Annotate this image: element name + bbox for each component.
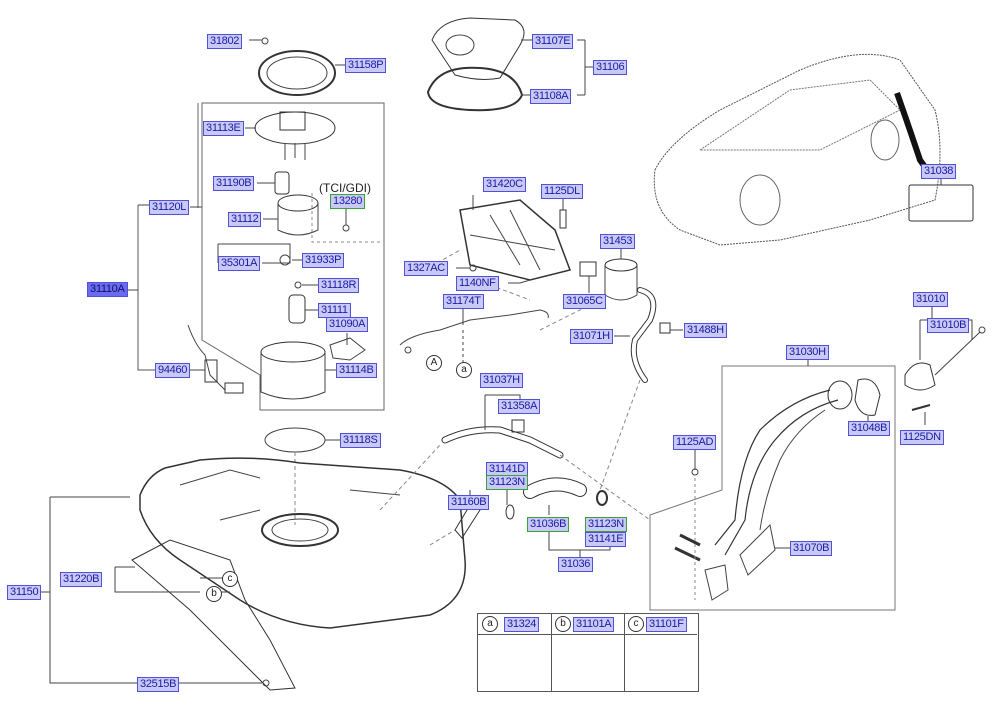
part-label-31065C[interactable]: 31065C xyxy=(563,294,606,309)
part-label-31118R[interactable]: 31118R xyxy=(318,278,360,293)
pump-flange xyxy=(254,111,336,145)
part-label-31358A[interactable]: 31358A xyxy=(498,399,541,414)
part-label-31190B[interactable]: 31190B xyxy=(213,176,255,191)
part-label-31220B[interactable]: 31220B xyxy=(60,572,103,587)
part-label-31802[interactable]: 31802 xyxy=(207,34,243,49)
part-label-31158P[interactable]: 31158P xyxy=(345,58,387,73)
tank-cover xyxy=(431,17,525,80)
part-label-31114B[interactable]: 31114B xyxy=(336,363,377,378)
tank-gasket xyxy=(426,66,524,112)
legend-cell-a: a 31324 xyxy=(478,614,552,691)
part-label-35301A[interactable]: 35301A xyxy=(218,256,261,271)
tci-gdi-note: (TCI/GDI) xyxy=(319,181,371,195)
part-label-31160B[interactable]: 31160B xyxy=(448,495,490,510)
part-label-31420C[interactable]: 31420C xyxy=(483,177,526,192)
part-label-1140NF[interactable]: 1140NF xyxy=(456,276,499,291)
ref-marker-b: b xyxy=(206,586,222,602)
part-label-1327AC[interactable]: 1327AC xyxy=(404,261,448,276)
small-parts-legend: a 31324 b 31101A c 31101F xyxy=(477,613,699,692)
legend-ref-b: b xyxy=(555,616,571,632)
part-label-31110A[interactable]: 31110A xyxy=(87,282,128,297)
part-label-31123N-b[interactable]: 31123N xyxy=(585,517,627,532)
part-label-31037H[interactable]: 31037H xyxy=(480,373,523,388)
legend-cell-c: c 31101F xyxy=(624,614,697,691)
part-label-31038[interactable]: 31038 xyxy=(921,164,957,179)
part-label-31090A[interactable]: 31090A xyxy=(326,317,369,332)
part-label-94460[interactable]: 94460 xyxy=(155,363,191,378)
heat-shield xyxy=(131,539,296,691)
part-label-31113E[interactable]: 31113E xyxy=(203,121,244,136)
part-label-31174T[interactable]: 31174T xyxy=(443,294,484,309)
part-label-31108A[interactable]: 31108A xyxy=(530,89,572,104)
part-label-31150[interactable]: 31150 xyxy=(7,585,42,600)
vehicle-outline xyxy=(653,53,941,246)
fuel-cap xyxy=(904,362,936,391)
ref-marker-A: A xyxy=(426,355,442,371)
part-label-31036B[interactable]: 31036B xyxy=(527,517,570,532)
part-label-31030H[interactable]: 31030H xyxy=(786,345,829,360)
part-label-31112[interactable]: 31112 xyxy=(228,212,262,227)
part-label-31123N-a[interactable]: 31123N xyxy=(486,475,528,490)
part-label-13280[interactable]: 13280 xyxy=(330,194,366,209)
ref-marker-a: a xyxy=(456,362,472,378)
pump-module-frame xyxy=(201,102,385,411)
legend-ref-a: a xyxy=(482,616,498,632)
legend-cell-b: b 31101A xyxy=(551,614,625,691)
part-label-31107E[interactable]: 31107E xyxy=(532,34,574,49)
legend-part-31101A[interactable]: 31101A xyxy=(573,617,615,632)
part-label-31933P[interactable]: 31933P xyxy=(302,253,345,268)
part-label-31141E[interactable]: 31141E xyxy=(585,532,627,547)
part-label-31070B[interactable]: 31070B xyxy=(790,541,833,556)
part-label-31048B[interactable]: 31048B xyxy=(848,421,891,436)
part-label-32515B[interactable]: 32515B xyxy=(137,677,180,692)
part-label-31488H[interactable]: 31488H xyxy=(684,323,727,338)
filler-neck-frame xyxy=(649,365,896,611)
fuel-tank xyxy=(139,457,466,629)
part-label-31118S[interactable]: 31118S xyxy=(340,433,381,448)
part-label-31106[interactable]: 31106 xyxy=(593,60,628,75)
canister xyxy=(459,199,571,281)
part-label-1125DN[interactable]: 1125DN xyxy=(900,430,944,445)
part-label-31036[interactable]: 31036 xyxy=(558,557,594,572)
part-label-31010[interactable]: 31010 xyxy=(913,292,949,307)
legend-part-31101F[interactable]: 31101F xyxy=(646,617,687,632)
ref-marker-c: c xyxy=(222,571,238,587)
part-label-1125DL[interactable]: 1125DL xyxy=(541,184,583,199)
part-label-31120L[interactable]: 31120L xyxy=(149,200,190,215)
part-label-31111[interactable]: 31111 xyxy=(318,303,351,318)
legend-ref-c: c xyxy=(628,616,644,632)
part-label-31453[interactable]: 31453 xyxy=(600,234,636,249)
part-label-31141D[interactable]: 31141D xyxy=(486,462,528,477)
legend-part-31324[interactable]: 31324 xyxy=(504,617,540,632)
lock-ring xyxy=(258,50,336,96)
part-label-31071H[interactable]: 31071H xyxy=(570,329,613,344)
part-label-1125AD[interactable]: 1125AD xyxy=(673,435,717,450)
part-label-31010B[interactable]: 31010B xyxy=(927,318,970,333)
